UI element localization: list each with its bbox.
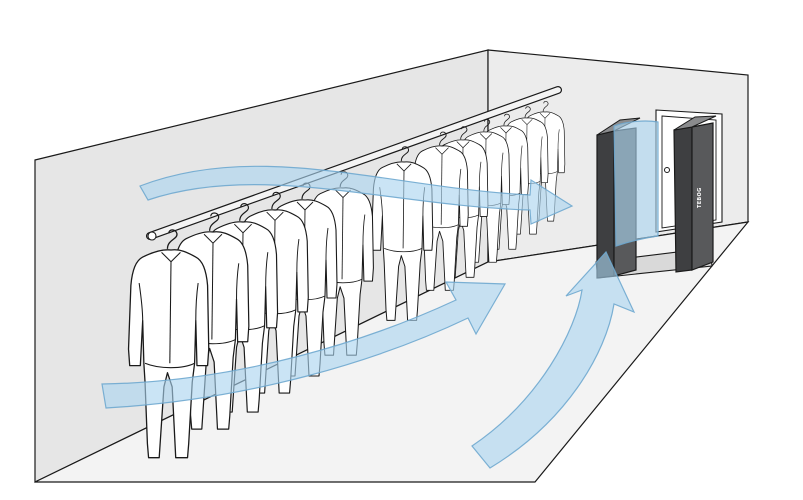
airflow-arrow-middle — [101, 281, 507, 409]
floor — [34, 221, 750, 483]
airflow-arrows — [101, 120, 659, 469]
garment-rail — [146, 86, 562, 241]
unit-logo: TEBOG — [697, 188, 703, 209]
door-handle-icon — [664, 167, 670, 173]
airflow-arrow-lower — [471, 250, 636, 469]
airflow-arrow-upper — [139, 165, 574, 225]
airflow-panel — [613, 120, 659, 247]
